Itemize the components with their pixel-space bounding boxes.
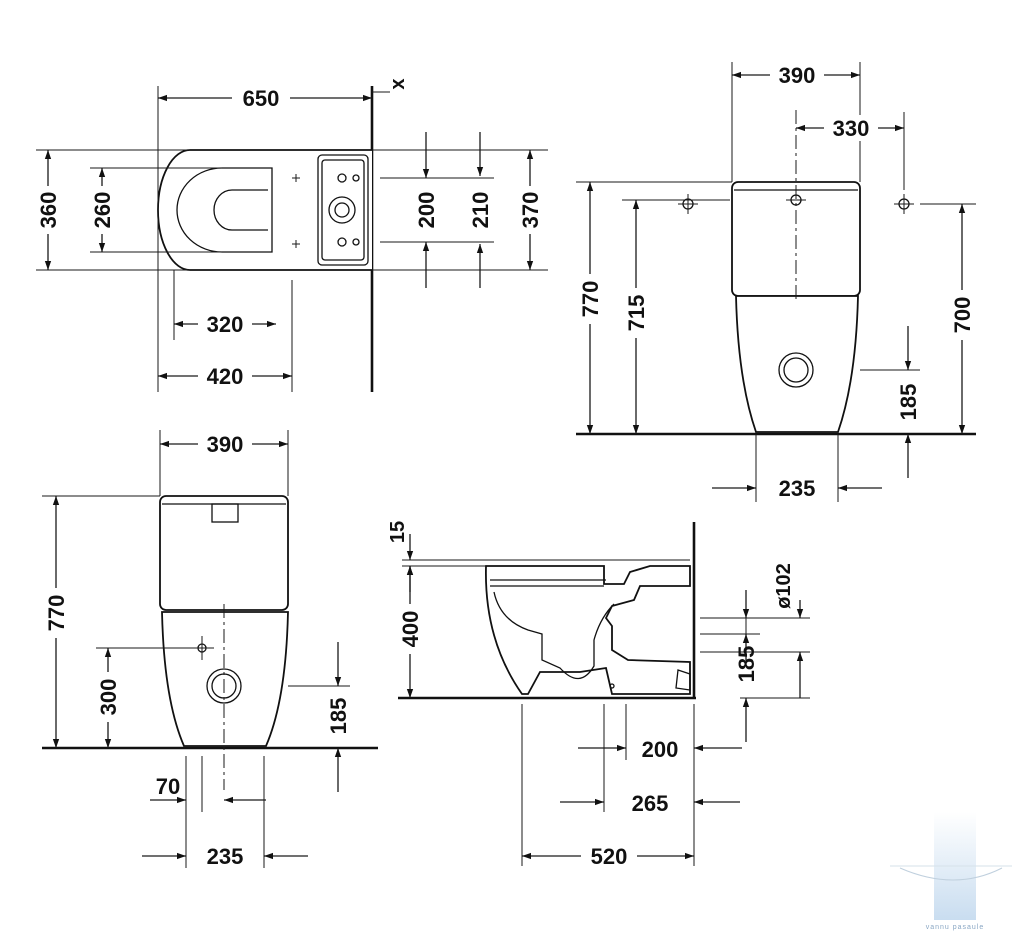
watermark-text: vannu pasaule — [926, 924, 985, 931]
dim-top-360: 360 — [36, 192, 61, 229]
top-view: 650 x 360 260 320 420 200 210 370 — [36, 78, 548, 392]
dim-top-420: 420 — [207, 364, 244, 389]
dim-top-370: 370 — [518, 192, 543, 229]
dim-front-235: 235 — [207, 844, 244, 869]
rear-view: 390 330 770 715 700 185 235 — [576, 62, 976, 502]
dim-side-265: 265 — [632, 791, 669, 816]
dim-front-185: 185 — [326, 698, 351, 735]
dim-top-260: 260 — [90, 192, 115, 229]
dim-top-200: 200 — [414, 192, 439, 229]
dim-rear-770: 770 — [578, 281, 603, 318]
dim-side-15: 15 — [387, 521, 409, 543]
dim-front-390: 390 — [207, 432, 244, 457]
dim-side-d102: ø102 — [773, 563, 795, 609]
watermark-logo: vannu pasaule — [890, 812, 1012, 931]
dim-front-300: 300 — [96, 679, 121, 716]
dim-top-650: 650 — [243, 86, 280, 111]
dim-rear-235: 235 — [779, 476, 816, 501]
dim-rear-185: 185 — [896, 384, 921, 421]
dim-rear-390: 390 — [779, 63, 816, 88]
dim-side-200: 200 — [642, 737, 679, 762]
dim-top-210: 210 — [468, 192, 493, 229]
dim-side-520: 520 — [591, 844, 628, 869]
dim-top-320: 320 — [207, 312, 244, 337]
dim-top-x: x — [387, 78, 409, 89]
side-view: 15 400 ø102 185 200 265 520 — [387, 521, 810, 869]
front-view: 390 770 300 185 70 235 — [42, 430, 378, 869]
dim-side-185: 185 — [734, 646, 759, 683]
dim-rear-700: 700 — [950, 297, 975, 334]
dim-front-70: 70 — [156, 774, 180, 799]
dim-rear-715: 715 — [624, 295, 649, 332]
dim-front-770: 770 — [44, 595, 69, 632]
dim-side-400: 400 — [398, 611, 423, 648]
dim-rear-330: 330 — [833, 116, 870, 141]
